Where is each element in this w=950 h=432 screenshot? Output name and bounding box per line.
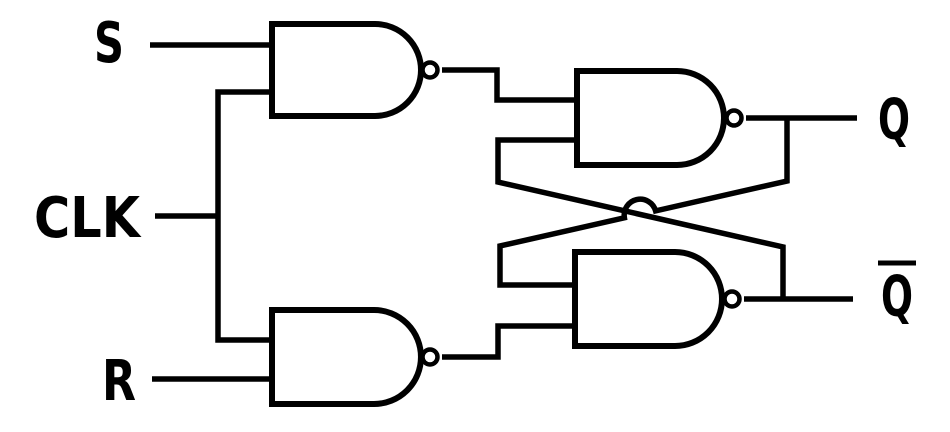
inverter-bubble-icon [722,289,742,309]
label-q-bar: Q [878,260,916,330]
nand-gate-top-right [574,68,744,168]
and-shape [269,21,424,119]
inverter-bubble-icon [724,108,744,128]
wire-qbar-feedback [495,137,786,299]
label-r: R [102,349,136,414]
inverter-bubble-icon [420,60,440,80]
wire-nand2-to-nand4 [442,323,575,360]
nand-gate-top-left [269,21,440,119]
and-shape [574,68,727,168]
wire-nand1-to-nand3 [442,67,577,103]
nand-gate-bottom-right [572,249,742,349]
wire-clk-branch [215,89,272,343]
label-q-bar-letter: Q [881,265,913,330]
label-s: S [94,11,124,76]
label-q: Q [878,88,910,153]
nand-gate-bottom-left [269,307,440,407]
label-clk: CLK [34,186,142,251]
and-shape [269,307,424,407]
and-shape [572,249,725,349]
inverter-bubble-icon [420,347,440,367]
wire-q-feedback-with-hop [497,118,790,288]
